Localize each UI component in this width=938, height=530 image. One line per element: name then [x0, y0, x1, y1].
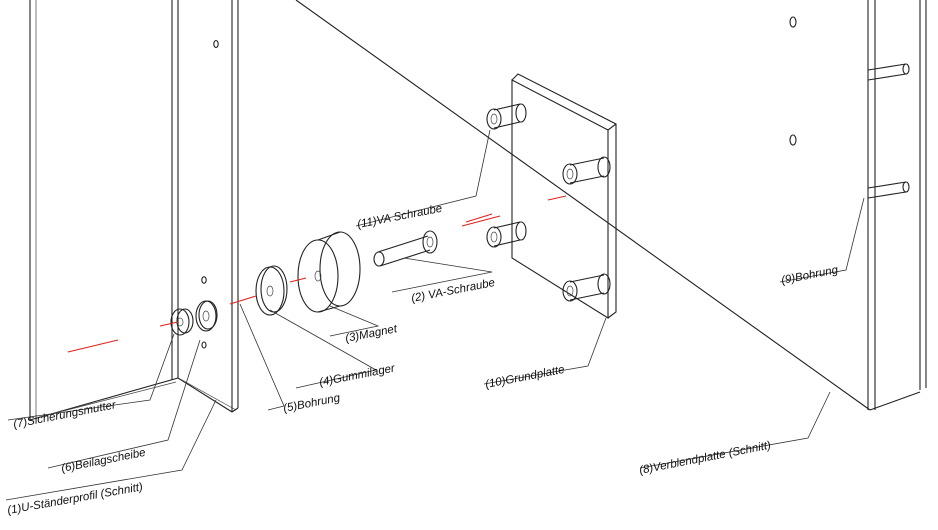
callout-gummilager: (4)Gummilager	[318, 362, 397, 389]
callout-verblendplatte: (8)Verblendplatte (Schnitt)	[638, 440, 772, 477]
gummilager-part	[255, 265, 288, 316]
leader-lines	[5, 129, 865, 501]
u-staenderprofil-part	[29, 0, 239, 421]
grundplatte-part	[511, 73, 617, 319]
magnet-part	[297, 231, 361, 313]
callout-grundplatte: (10)Grundplatte	[484, 364, 565, 391]
beilagscheibe-part	[195, 300, 218, 332]
callout-labels: (1)U-Ständerprofil (Schnitt) (2) VA-Schr…	[6, 203, 839, 517]
verblendplatte-part	[295, 0, 927, 411]
callout-va-schraube-11: (11)VA Schraube	[356, 203, 443, 231]
callout-bohrung-5: (5)Bohrung	[282, 392, 341, 415]
callout-u-staenderprofil: (1)U-Ständerprofil (Schnitt)	[6, 481, 144, 517]
callout-bohrung-9: (9)Bohrung	[780, 264, 839, 287]
callout-sicherungsmutter: (7)Sicherungsmutter	[12, 399, 118, 431]
callout-magnet: (3)Magnet	[344, 323, 399, 345]
callout-beilagscheibe: (6)Beilagscheibe	[60, 447, 146, 475]
va-schraube-2-part	[373, 230, 438, 267]
callout-va-schraube-2: (2) VA-Schraube	[410, 277, 496, 305]
assembly-axis-lines	[67, 195, 567, 353]
sicherungsmutter-part	[170, 308, 194, 336]
va-schraube-11-screws	[486, 103, 611, 302]
